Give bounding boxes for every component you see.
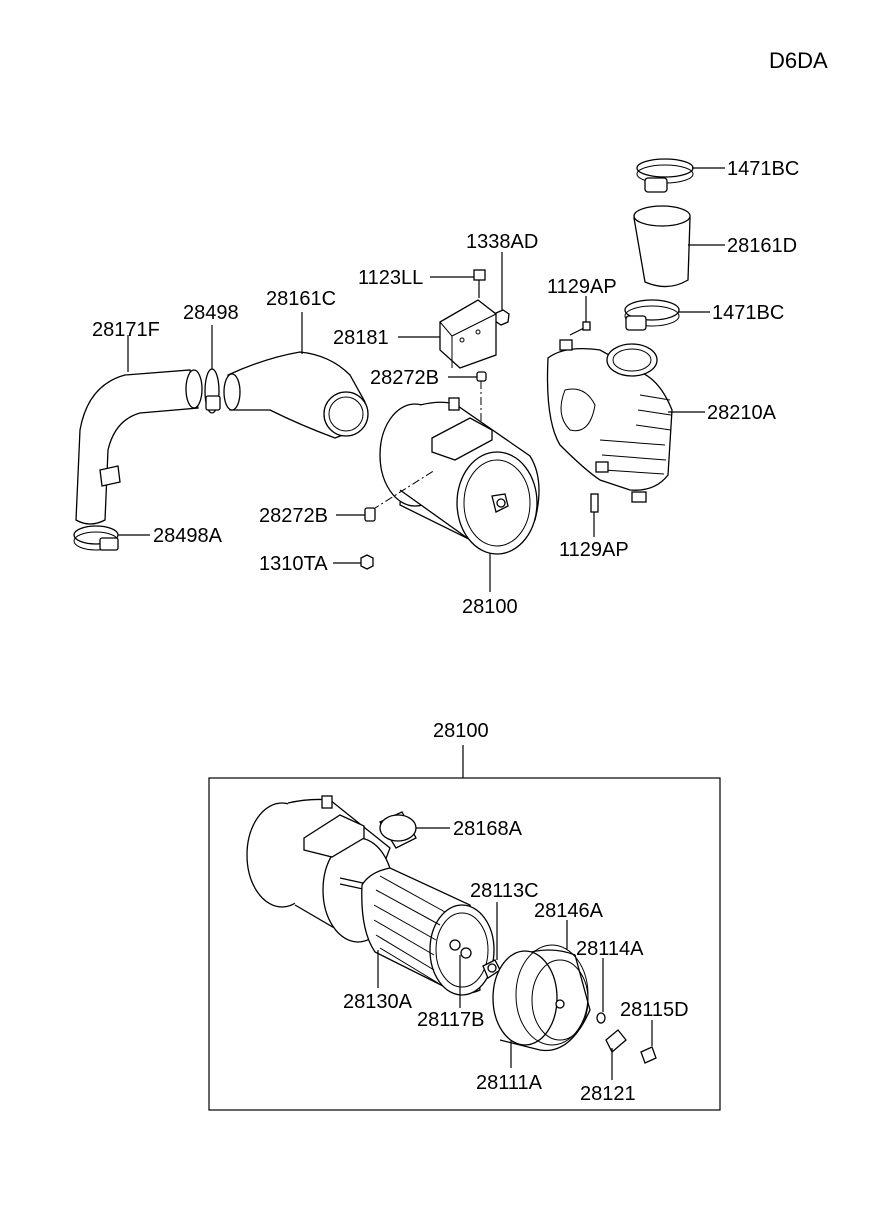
label-28113c: 28113C [470, 880, 539, 902]
nut-1310ta-drawing[interactable] [360, 554, 374, 570]
detail-box [208, 777, 721, 1111]
label-28100-top: 28100 [462, 596, 518, 618]
bracket-28181-drawing[interactable] [439, 299, 497, 369]
cover-28111a-drawing[interactable] [492, 944, 591, 1052]
hose-clamp-mid-drawing[interactable] [624, 299, 680, 331]
label-1129ap-upper: 1129AP [547, 276, 617, 298]
element-28130a-drawing[interactable] [361, 867, 495, 996]
seal-28168a-drawing[interactable] [379, 811, 417, 849]
label-28117b: 28117B [417, 1009, 484, 1031]
label-28115d: 28115D [620, 999, 689, 1021]
clamp-28498a-drawing[interactable] [73, 525, 119, 551]
hose-28161d-drawing[interactable] [633, 205, 691, 288]
label-1129ap-lower: 1129AP [559, 539, 629, 561]
label-28171f: 28171F [92, 319, 160, 341]
label-28168a: 28168A [453, 818, 523, 840]
nut-1338ad-drawing[interactable] [494, 309, 510, 326]
bolt-1129ap-lower-drawing[interactable] [590, 493, 599, 513]
bolt-1123ll-drawing[interactable] [473, 269, 486, 298]
bolt-1129ap-upper-drawing[interactable] [569, 321, 591, 336]
label-1471bc-mid: 1471BC [712, 302, 784, 324]
label-1338ad: 1338AD [466, 231, 538, 253]
label-28100-detail: 28100 [433, 720, 489, 742]
label-28272b-upper: 28272B [370, 367, 439, 389]
stud-28272b-lower-drawing[interactable] [364, 507, 376, 522]
label-1471bc-top: 1471BC [727, 158, 799, 180]
label-28272b-lower: 28272B [259, 505, 328, 527]
hose-28171f-drawing[interactable] [75, 369, 203, 525]
label-1310ta: 1310TA [259, 553, 328, 575]
clamp-28498-drawing[interactable] [204, 368, 221, 414]
label-28130a: 28130A [343, 991, 413, 1013]
cap-28121-drawing[interactable] [605, 1029, 627, 1054]
label-28161c: 28161C [266, 288, 336, 310]
label-1123ll: 1123LL [358, 267, 423, 289]
label-28111a: 28111A [476, 1072, 543, 1094]
label-28146a: 28146A [534, 900, 604, 922]
nut-28114a-drawing[interactable] [596, 1012, 606, 1024]
valve-28115d-drawing[interactable] [640, 1046, 657, 1064]
diagram-code: D6DA [769, 48, 828, 73]
duct-28161c-drawing[interactable] [223, 351, 369, 439]
air-cleaner-28100-drawing[interactable] [379, 397, 540, 555]
housing-28210a-drawing[interactable] [546, 339, 673, 503]
label-28121: 28121 [580, 1083, 636, 1105]
label-28181: 28181 [333, 327, 389, 349]
label-28498a: 28498A [153, 525, 223, 547]
label-28161d: 28161D [727, 235, 797, 257]
label-28210a: 28210A [707, 402, 777, 424]
label-28498: 28498 [183, 302, 239, 324]
label-28114a: 28114A [576, 938, 644, 960]
hose-clamp-top-drawing[interactable] [636, 158, 694, 193]
stud-28272b-upper-drawing[interactable] [476, 371, 487, 382]
